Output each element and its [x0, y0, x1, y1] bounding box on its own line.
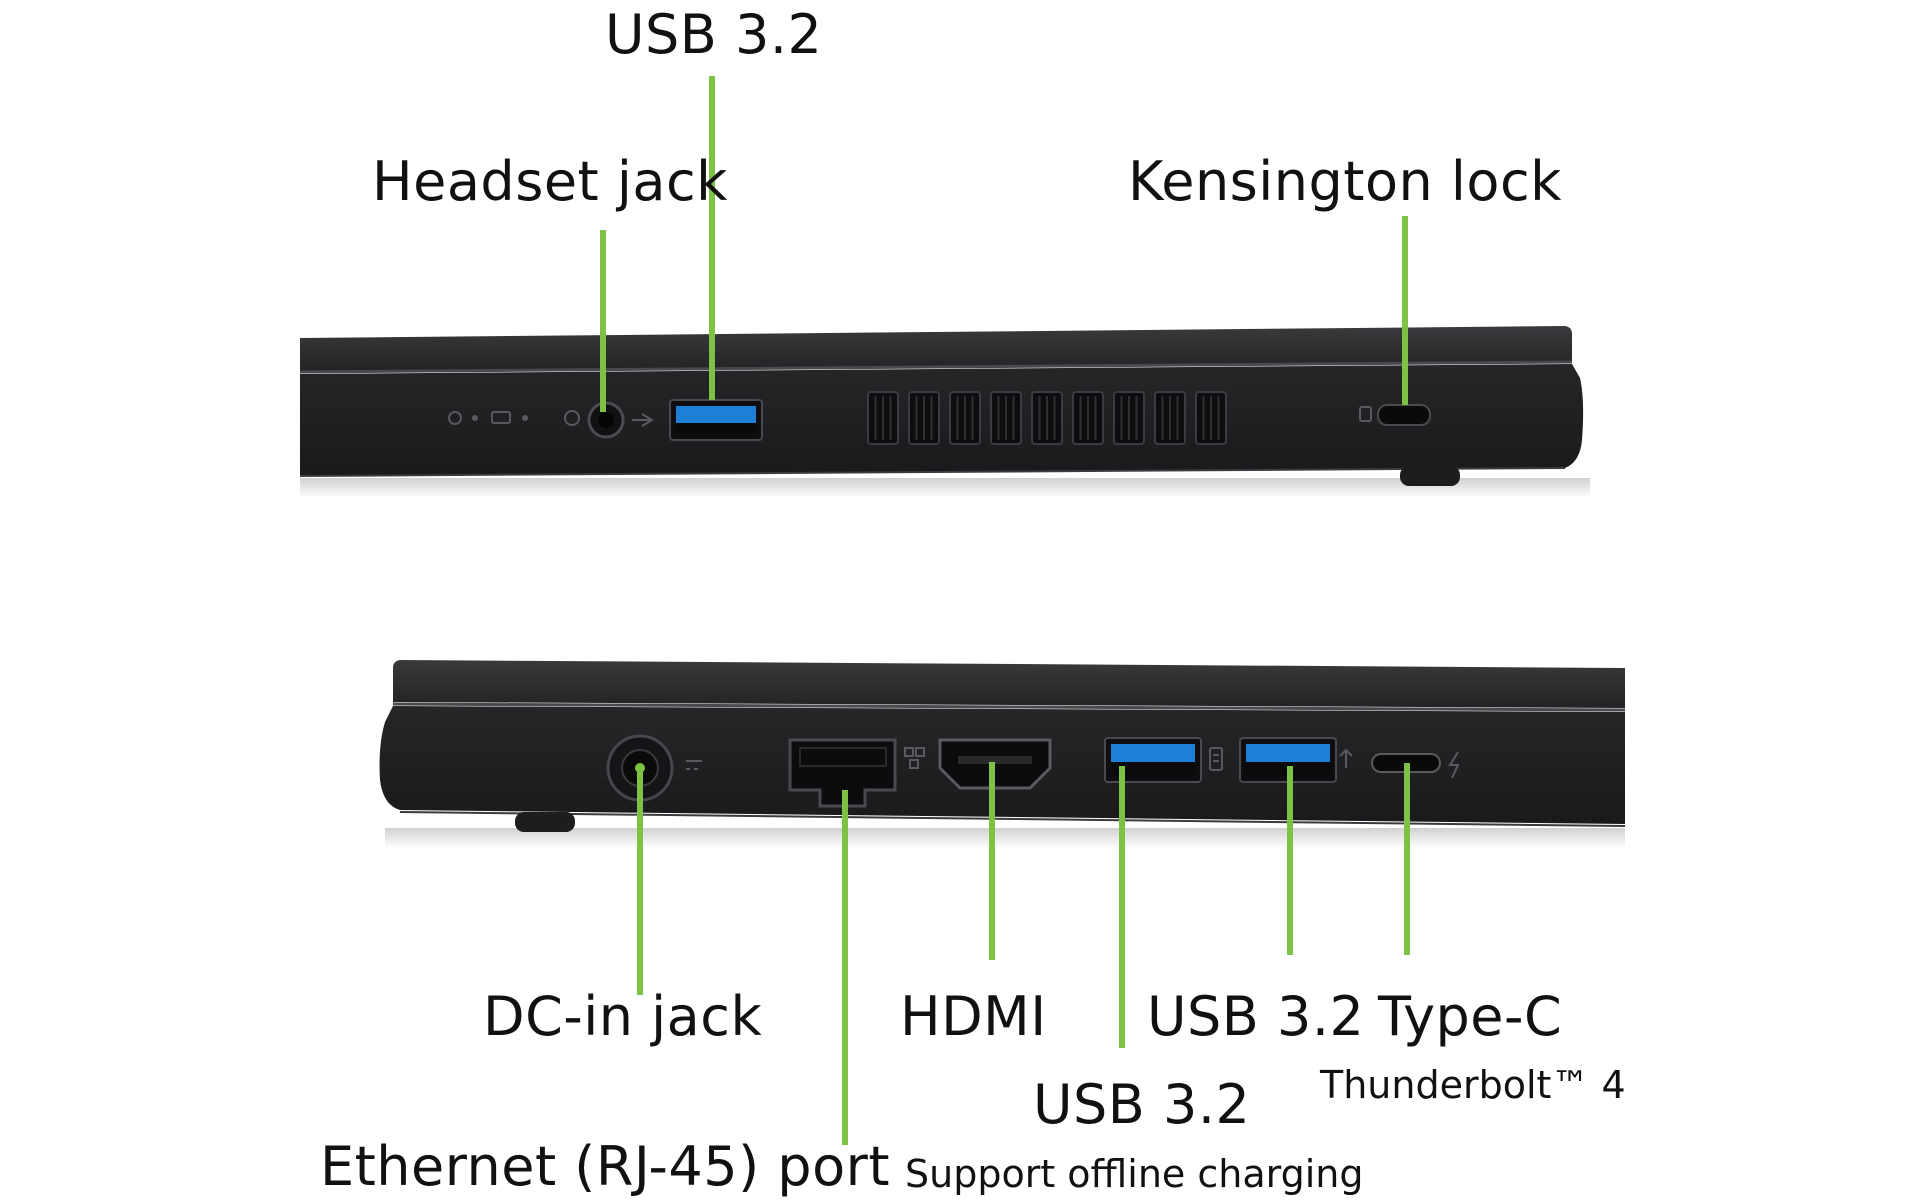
- label-type-c: Type-C: [1378, 985, 1563, 1048]
- power-icon: [686, 760, 702, 770]
- vent-icon: [867, 391, 1227, 445]
- label-usb-charging: USB 3.2: [1033, 1073, 1251, 1136]
- label-thunderbolt: Thunderbolt™ 4: [1320, 1063, 1626, 1107]
- usb-a-port-right: [1239, 737, 1353, 783]
- led-indicator-icon: [448, 410, 580, 426]
- usb-icon: [632, 413, 654, 427]
- label-headset-jack: Headset jack: [372, 150, 728, 213]
- top-laptop-body: [299, 326, 1590, 498]
- label-ethernet-port: Ethernet (RJ-45) port: [320, 1135, 890, 1198]
- usb-a-port-top: [669, 399, 763, 441]
- usb-a-port-charging: [1104, 737, 1223, 783]
- label-dc-in-jack: DC-in jack: [483, 985, 763, 1048]
- thunderbolt-icon: [1448, 751, 1460, 779]
- bottom-callout-lines: [637, 762, 1410, 1145]
- usb-icon: [1339, 748, 1353, 768]
- label-offline-charging: Support offline charging: [905, 1152, 1364, 1196]
- lock-icon: [1359, 406, 1372, 422]
- charging-icon: [1209, 747, 1223, 771]
- network-icon: [904, 747, 925, 769]
- label-usb-top: USB 3.2: [605, 3, 823, 66]
- label-hdmi: HDMI: [900, 985, 1047, 1048]
- headset-jack-port: [587, 401, 654, 439]
- label-usb-right: USB 3.2: [1147, 985, 1365, 1048]
- label-kensington-lock: Kensington lock: [1128, 150, 1562, 213]
- ethernet-port: [788, 738, 925, 808]
- top-callout-lines: [600, 76, 1408, 412]
